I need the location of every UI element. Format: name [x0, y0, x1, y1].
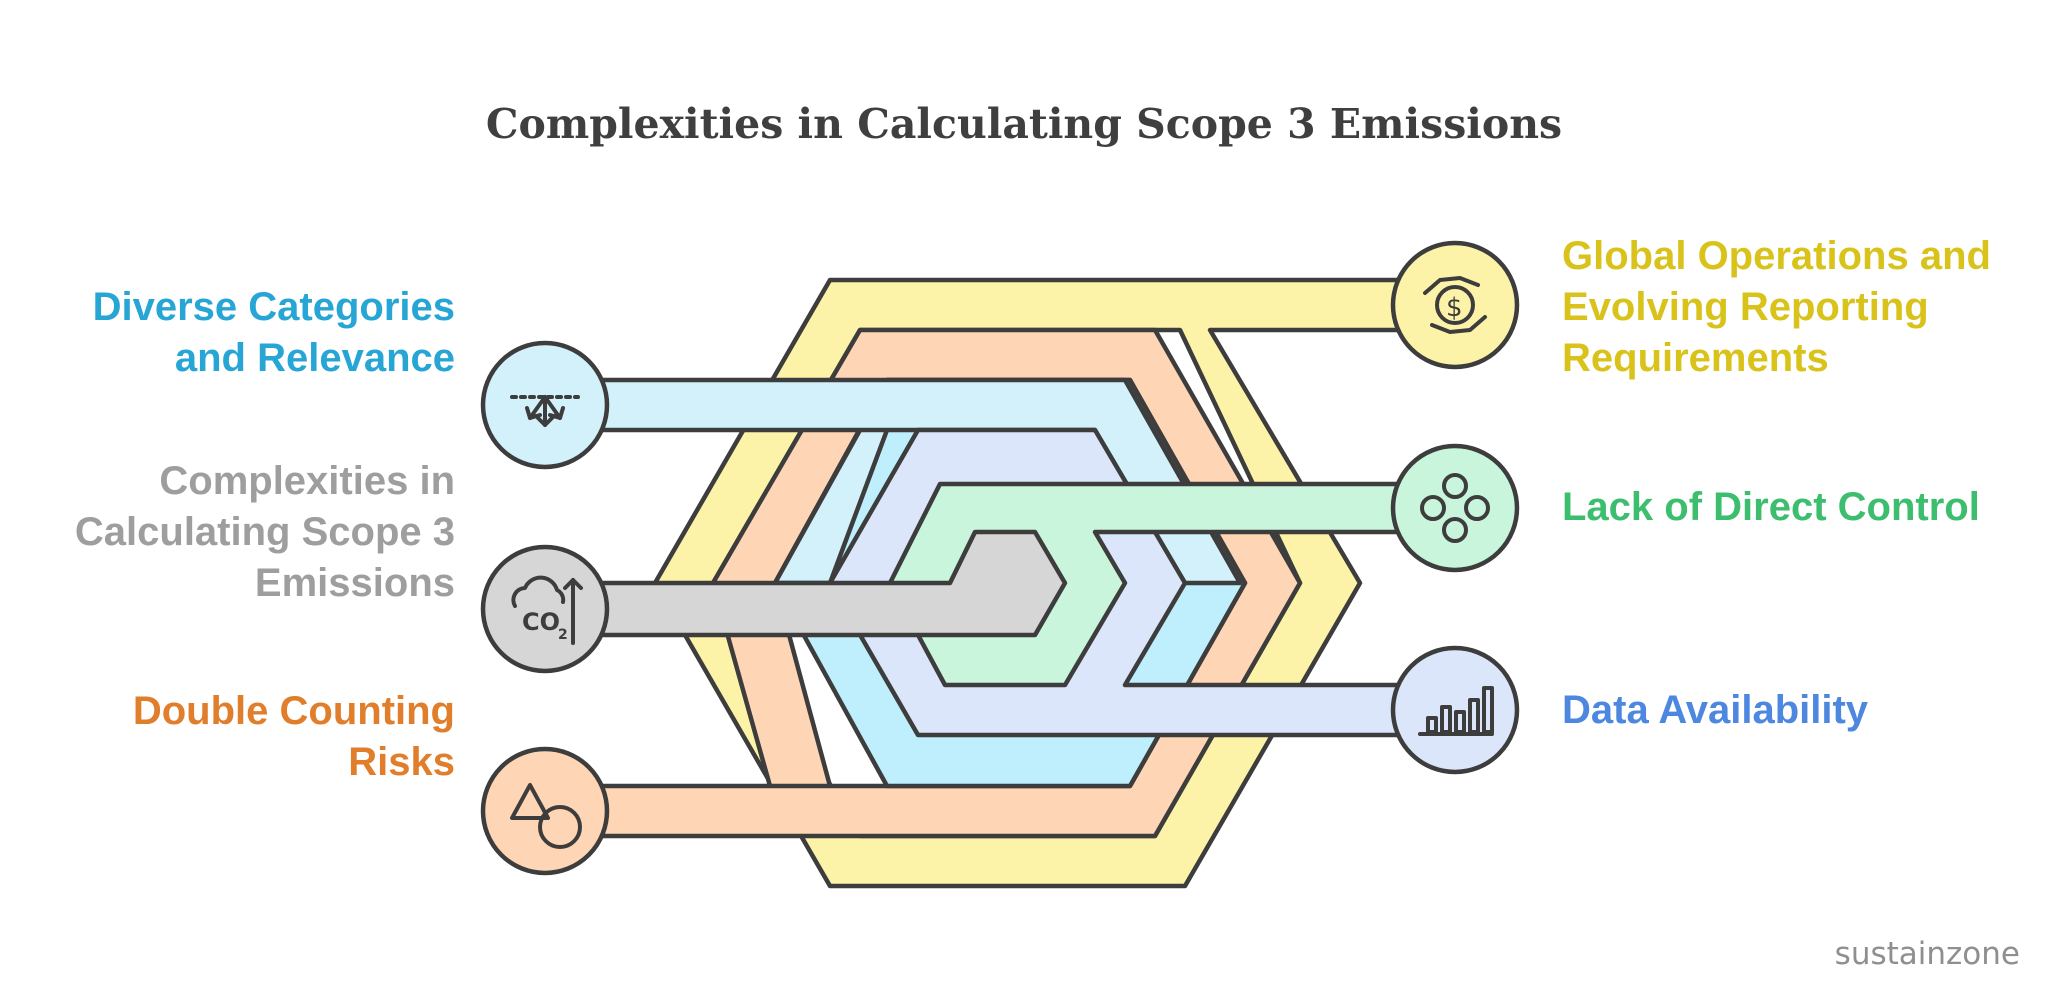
label-line: Evolving Reporting [1562, 285, 1929, 329]
label-line: Diverse Categories [92, 285, 455, 329]
label-data-availability: Data Availability [1562, 685, 2042, 736]
label-double-counting: Double Counting Risks [15, 686, 455, 788]
label-line: Risks [348, 740, 455, 784]
co2-cloud-icon: CO 2 [511, 575, 583, 645]
money-hands-icon: $ [1423, 276, 1487, 334]
svg-text:2: 2 [558, 627, 568, 643]
move-arrows-icon [510, 395, 580, 427]
label-line: Double Counting [132, 689, 455, 733]
node-direct-control [1390, 443, 1520, 573]
node-data-availability [1390, 645, 1520, 775]
label-line: Complexities in [159, 459, 455, 503]
label-line: Requirements [1562, 336, 1829, 380]
four-circles-icon [1420, 473, 1490, 543]
watermark: sustainzone [1834, 936, 2020, 972]
label-direct-control: Lack of Direct Control [1562, 482, 2042, 533]
label-line: and Relevance [174, 336, 455, 380]
bar-chart-icon [1418, 686, 1494, 736]
svg-text:$: $ [1446, 293, 1463, 323]
shapes-icon [510, 783, 582, 849]
label-line: Emissions [254, 561, 455, 605]
label-line: Calculating Scope 3 [74, 510, 455, 554]
node-complexities [480, 544, 610, 674]
label-global-operations: Global Operations and Evolving Reporting… [1562, 231, 2042, 384]
label-line: Global Operations and [1562, 234, 1991, 278]
diagram-title: Complexities in Calculating Scope 3 Emis… [485, 100, 1563, 148]
label-line: Lack of Direct Control [1562, 485, 1980, 529]
band-complexities [542, 529, 1068, 638]
label-diverse-categories: Diverse Categories and Relevance [15, 282, 455, 384]
node-global-operations [1390, 240, 1520, 370]
label-complexities: Complexities in Calculating Scope 3 Emis… [15, 456, 455, 609]
svg-text:CO: CO [522, 608, 560, 636]
label-line: Data Availability [1562, 688, 1869, 732]
